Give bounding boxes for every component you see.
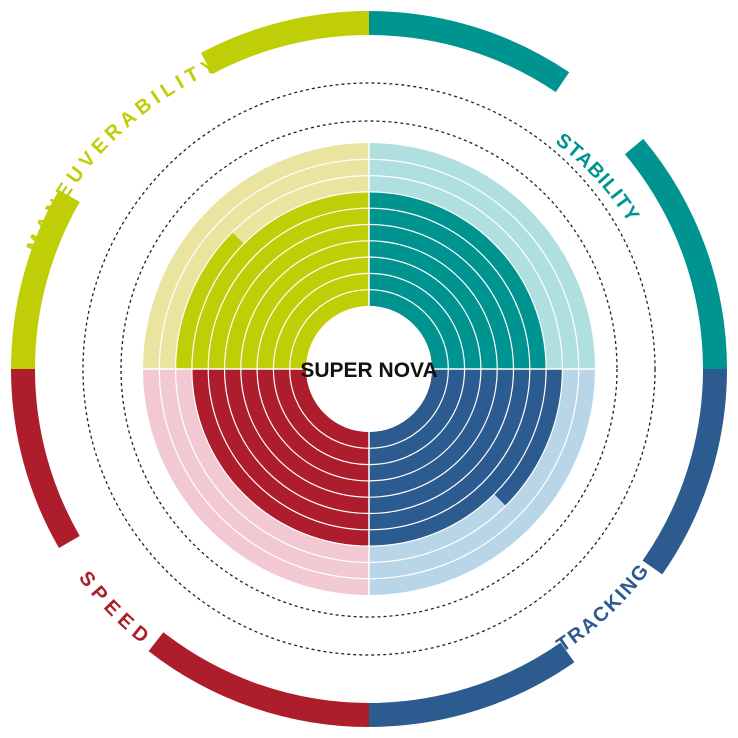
chart-title: SUPER NOVA bbox=[300, 359, 437, 382]
bar-partial-tracking bbox=[494, 369, 563, 506]
dashed-guide-outer bbox=[82, 82, 656, 656]
outer-arc-tracking-2 bbox=[369, 642, 575, 727]
label-stability: STABILITY bbox=[552, 129, 644, 226]
bar-maneuverability bbox=[191, 191, 369, 369]
quadrant-layer bbox=[143, 143, 595, 595]
outer-arc-maneuverability-2 bbox=[200, 10, 369, 75]
label-maneuverability: MANEUVERABILITY bbox=[23, 53, 224, 256]
center-circle bbox=[306, 306, 432, 432]
outer-arc-tracking-1 bbox=[642, 369, 727, 575]
bar-stability bbox=[369, 191, 547, 369]
dashed-guide-inner bbox=[120, 120, 618, 618]
outer-arc-stability-2 bbox=[624, 138, 727, 369]
outer-arc-stability-1 bbox=[369, 11, 570, 93]
label-speed: SPEED bbox=[74, 567, 157, 651]
bar-tracking bbox=[369, 369, 547, 547]
bar-partial-maneuverability bbox=[175, 232, 244, 369]
outer-arc-speed-2 bbox=[11, 369, 80, 548]
outer-arc-speed-1 bbox=[148, 632, 369, 727]
outer-arc-maneuverability-1 bbox=[10, 190, 80, 369]
outer-ring bbox=[10, 10, 727, 727]
bar-speed bbox=[191, 369, 369, 547]
